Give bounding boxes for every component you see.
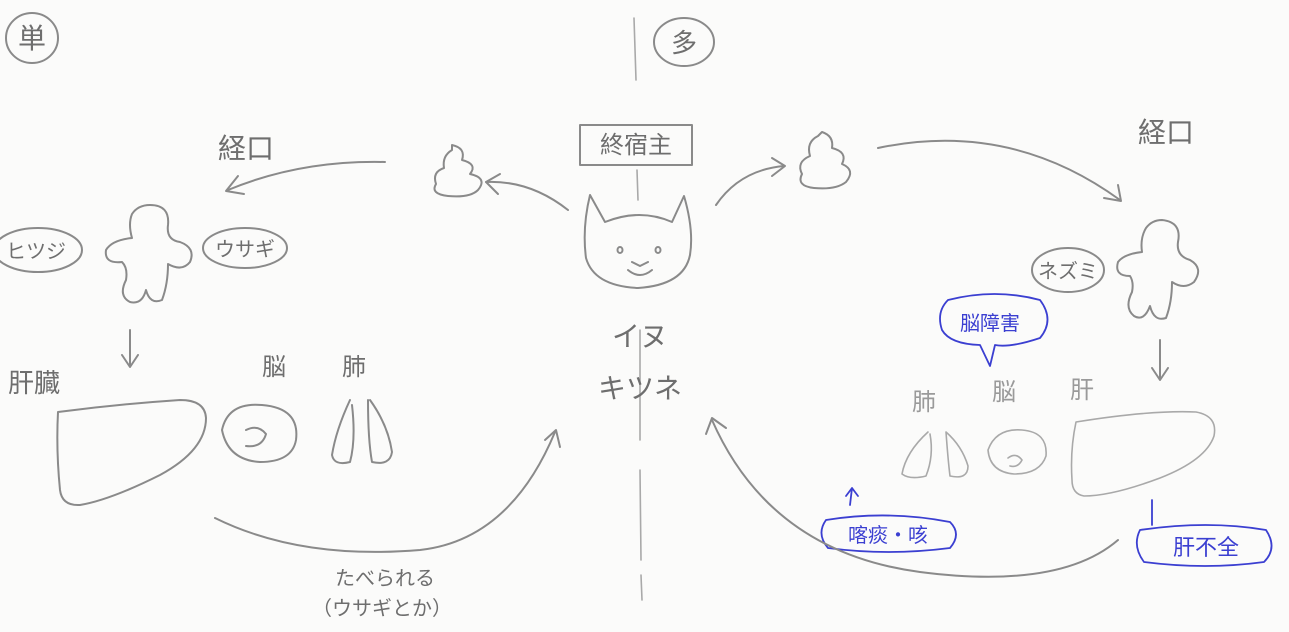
left-eaten-line1: たべられる — [335, 566, 435, 590]
note-brain-bubble — [939, 293, 1049, 367]
center-left-arrowhead — [485, 173, 501, 195]
center-left-arrow — [485, 180, 569, 211]
right-half: 多 経口 ネズミ 脳障害 肺 脳 肝 喀痰・咳 肝不全 — [653, 17, 1273, 578]
left-host-left-bubble — [0, 227, 83, 273]
center-final-host: 終宿主 イヌ キツネ — [485, 124, 786, 405]
dog-face-icon — [583, 194, 693, 289]
center-divider — [633, 17, 643, 601]
left-eaten-line2: （ウサギとか） — [312, 596, 452, 620]
right-lung-icon — [901, 431, 969, 479]
right-eaten-arrow — [711, 419, 1119, 578]
left-host-figure-icon — [104, 204, 193, 304]
right-liver-icon — [1070, 410, 1216, 497]
right-organ-brain-label: 脳 — [992, 378, 1016, 406]
left-organ-lung-label: 肺 — [342, 353, 366, 381]
left-oral-arrow — [227, 160, 386, 191]
dog-mouth-icon — [627, 261, 653, 276]
center-right-arrow — [715, 165, 785, 206]
left-host-right-bubble — [202, 227, 288, 269]
left-header: 単 — [18, 22, 46, 55]
left-oral-arrowhead — [225, 175, 245, 195]
right-header: 多 — [671, 29, 697, 59]
right-brain-icon — [987, 429, 1047, 475]
right-host-figure-icon — [1116, 219, 1200, 320]
right-host: ネズミ — [1038, 259, 1098, 283]
left-feces-icon — [433, 144, 483, 198]
left-eaten-arrowhead — [544, 429, 561, 448]
note-brain: 脳障害 — [960, 311, 1020, 335]
left-oral-label: 経口 — [218, 132, 274, 165]
left-eaten-arrow — [214, 431, 556, 553]
left-host-left: ヒツジ — [6, 239, 66, 263]
left-down-arrow — [121, 329, 139, 368]
right-oral-label: 経口 — [1138, 116, 1194, 149]
right-organ-lung-label: 肺 — [912, 388, 936, 416]
final-host-label: 終宿主 — [600, 131, 672, 159]
final-host-box — [579, 124, 693, 166]
right-oral-arrowhead — [1103, 184, 1122, 202]
right-feces-icon — [799, 131, 852, 190]
right-header-circle — [653, 17, 715, 67]
right-host-bubble — [1031, 247, 1105, 293]
right-eaten-arrowhead — [705, 417, 727, 435]
left-header-circle — [5, 12, 59, 64]
left-liver-icon — [56, 399, 207, 507]
right-oral-arrow — [877, 139, 1121, 201]
left-organ-liver-label: 肝臓 — [8, 369, 60, 399]
left-half: 単 経口 ヒツジ ウサギ 肝臓 脳 肺 たべられる （ウサギとか） — [0, 12, 561, 620]
note-liver-bubble — [1135, 524, 1273, 567]
left-lung-icon — [331, 399, 393, 465]
right-down-arrow — [1151, 339, 1169, 381]
center-animal-1: イヌ — [612, 320, 668, 353]
note-lung: 喀痰・咳 — [848, 523, 928, 547]
note-liver: 肝不全 — [1173, 536, 1239, 561]
dog-left-eye-icon — [616, 246, 624, 254]
center-animal-2: キツネ — [598, 372, 682, 405]
left-organ-brain-label: 脳 — [262, 353, 286, 381]
left-brain-icon — [221, 403, 298, 463]
dog-right-eye-icon — [654, 246, 662, 254]
center-right-arrowhead — [771, 157, 786, 177]
note-lung-pointer — [845, 487, 859, 506]
right-organ-liver-label: 肝 — [1070, 376, 1094, 404]
left-host-right: ウサギ — [215, 237, 275, 261]
